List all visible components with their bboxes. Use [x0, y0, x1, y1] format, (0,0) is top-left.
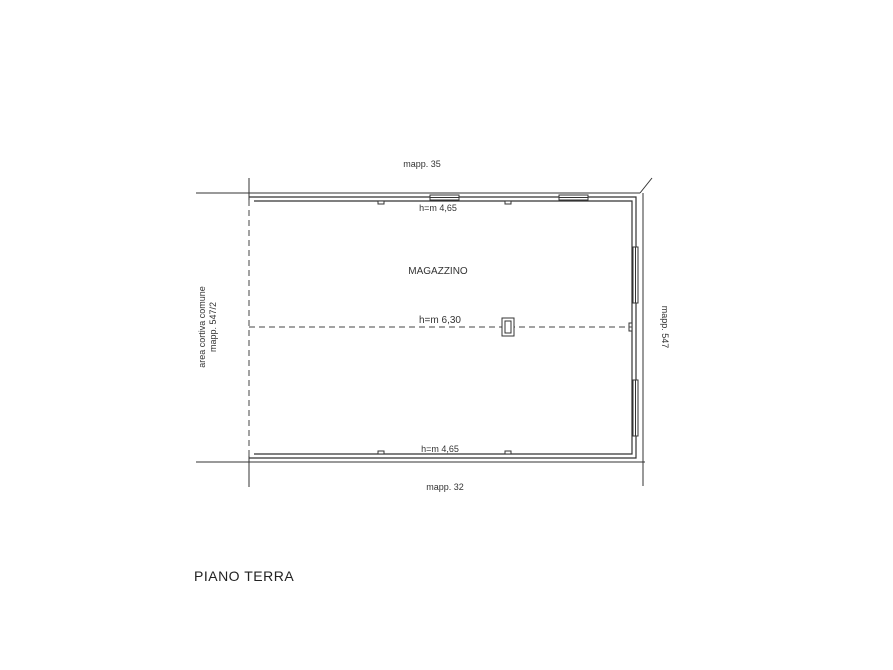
- pilasters-top: [377, 200, 512, 205]
- floor-title: PIANO TERRA: [194, 568, 295, 584]
- height-top-label: h=m 4,65: [419, 203, 457, 213]
- height-bottom-label: h=m 4,65: [421, 444, 459, 454]
- neighbor-left-label-line1: area cortiva comune: [197, 286, 207, 368]
- neighbor-bottom-label: mapp. 32: [426, 482, 464, 492]
- boundary-lines: [196, 177, 653, 487]
- room-name-label: MAGAZZINO: [408, 266, 468, 277]
- neighbor-left-label-line2: mapp. 547/2: [208, 302, 218, 352]
- neighbor-right-label: mapp. 547: [660, 306, 670, 349]
- column-symbol: [501, 317, 515, 337]
- neighbor-top-label: mapp. 35: [403, 159, 441, 169]
- height-center-label: h=m 6,30: [419, 315, 461, 326]
- windows-top: [429, 194, 589, 201]
- windows-right: [632, 246, 639, 437]
- pilasters-bottom: [377, 450, 512, 455]
